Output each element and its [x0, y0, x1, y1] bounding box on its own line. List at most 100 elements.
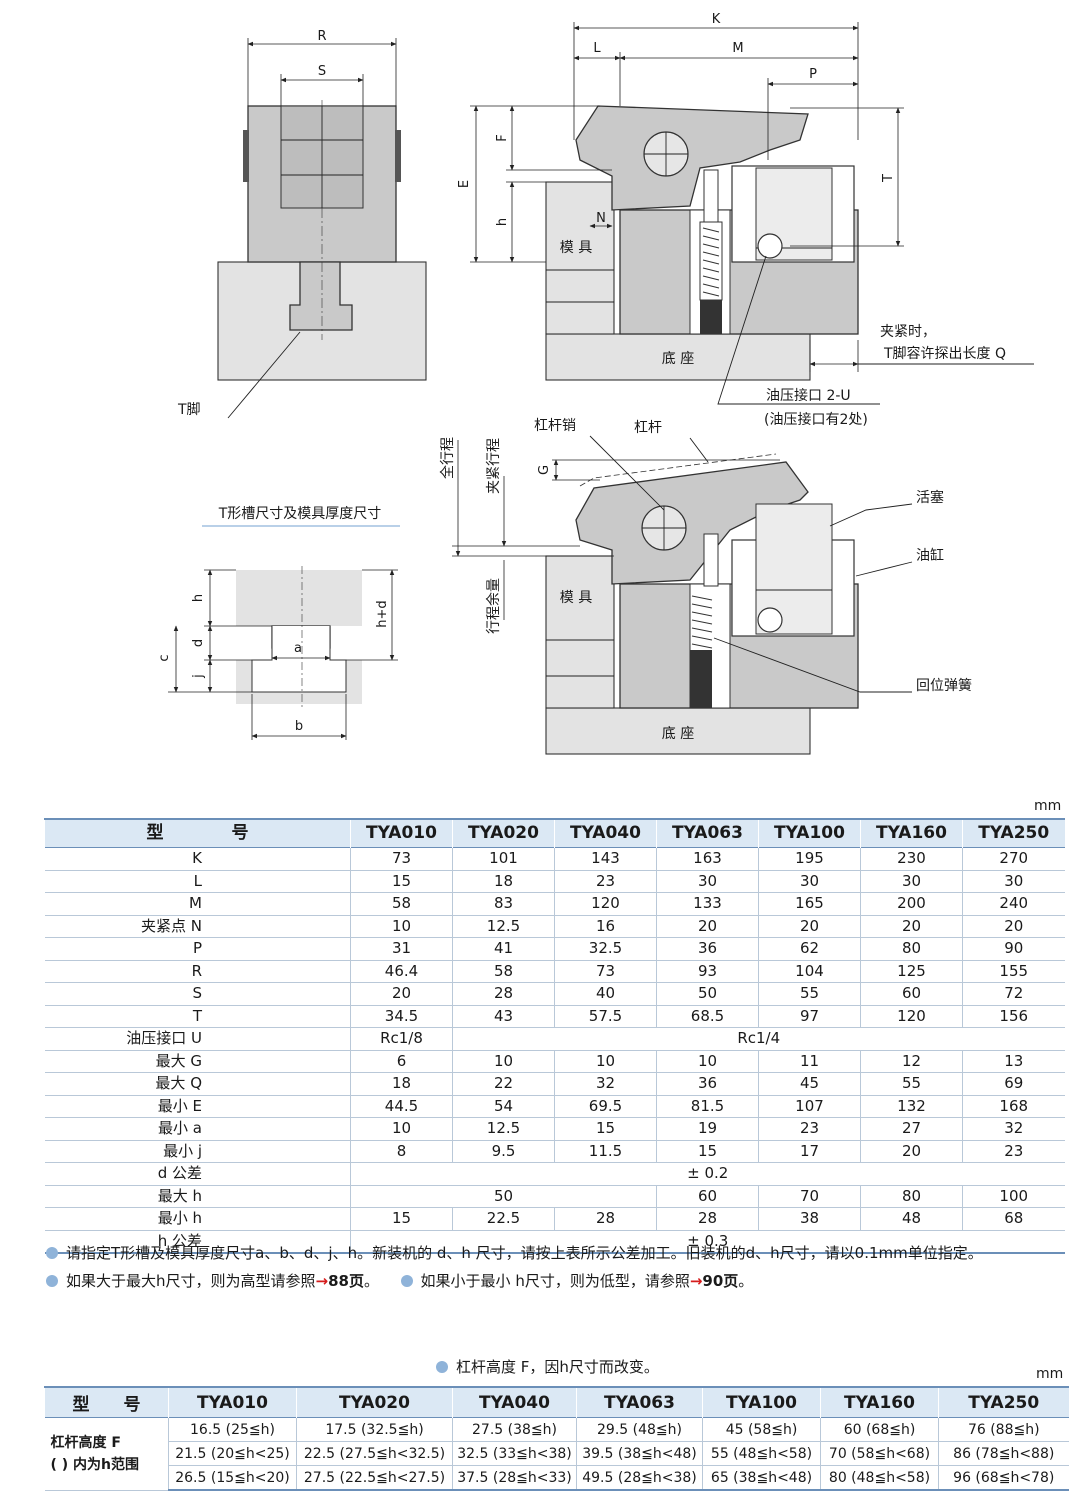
table-cell: 46.4 [350, 960, 453, 983]
table-cell: 133 [656, 892, 759, 916]
table-cell: 156 [962, 1005, 1065, 1028]
bullet-icon [46, 1247, 58, 1259]
label-clamp-1: 夹紧时， [880, 324, 936, 340]
table-cell: 9.5 [452, 1140, 555, 1163]
table-cell: 72 [962, 982, 1065, 1006]
table-cell: 32 [554, 1072, 657, 1096]
table-cell: 32.5 [554, 937, 657, 961]
dim-N: N [596, 211, 606, 226]
table-cell: 13 [962, 1050, 1065, 1073]
note-1: 请指定T形槽及模具厚度尺寸a、b、d、j、h。新装机的 d、h 尺寸，请按上表所… [46, 1242, 983, 1263]
table-cell: 30 [860, 870, 963, 893]
slot-c: c [157, 654, 172, 661]
table-cell: 165 [758, 892, 861, 916]
table-cell: 55 [860, 1072, 963, 1096]
dim-P: P [809, 67, 817, 82]
table-cell: Rc1/4 [452, 1027, 1065, 1051]
table-cell: 125 [860, 960, 963, 983]
slot-b: b [295, 719, 303, 734]
t-foot [289, 261, 353, 331]
slot-h: h [191, 594, 206, 602]
slot-hd: h+d [375, 600, 390, 627]
dim-T: T [881, 174, 896, 183]
table-cell: 97 [758, 1005, 861, 1028]
table-cell: 10 [350, 1117, 453, 1141]
table-cell: 58 [452, 960, 555, 983]
spec-header-tya040: TYA040 [554, 819, 657, 848]
table-cell: 22.5 (27.5≦h<32.5) [296, 1441, 453, 1466]
row-label: R [44, 960, 351, 983]
table-cell: 39.5 (38≦h<48) [576, 1441, 703, 1466]
table-cell: 57.5 [554, 1005, 657, 1028]
table-cell: 43 [452, 1005, 555, 1028]
row-label: 夹紧点 N [44, 915, 351, 938]
table-cell: 34.5 [350, 1005, 453, 1028]
row-label: 最大 G [44, 1050, 351, 1073]
page-ref-90[interactable]: 90页 [702, 1272, 739, 1290]
table-cell: 90 [962, 937, 1065, 961]
table-cell: 240 [962, 892, 1065, 916]
table-cell: Rc1/8 [350, 1027, 453, 1051]
label-full-stroke: 全行程 [439, 437, 456, 479]
table-cell: 100 [962, 1185, 1065, 1208]
table-cell: 18 [350, 1072, 453, 1096]
page-ref-88[interactable]: 88页 [328, 1272, 364, 1290]
table-cell: 55 [758, 982, 861, 1006]
table-cell: 29.5 (48≦h) [576, 1417, 703, 1442]
table-cell: 50 [656, 982, 759, 1006]
side-mold [545, 181, 615, 335]
table-cell: 73 [350, 847, 453, 871]
table-cell: 80 [860, 937, 963, 961]
table-cell: 11 [758, 1050, 861, 1073]
table-cell: 132 [860, 1095, 963, 1118]
label-mold-1: 模 具 [560, 240, 592, 256]
table-cell: 32 [962, 1117, 1065, 1141]
table-cell: 38 [758, 1207, 861, 1231]
table-cell: 22 [452, 1072, 555, 1096]
table-cell: 65 (38≦h<48) [702, 1465, 821, 1491]
table-cell: 45 [758, 1072, 861, 1096]
table-cell: ± 0.3 [350, 1230, 1065, 1254]
lever-row-label: 杠杆高度 F( ) 内为h范围 [44, 1417, 169, 1491]
label-margin: 行程余量 [485, 578, 502, 634]
table-cell: 195 [758, 847, 861, 871]
table-cell: ± 0.2 [350, 1162, 1065, 1186]
table-cell: 22.5 [452, 1207, 555, 1231]
section-view: 底 座 模 具 G 全行程 夹紧行程 行程余量 杠杆销 杠杆 [439, 418, 972, 755]
table-cell: 120 [860, 1005, 963, 1028]
table-cell: 32.5 (33≦h<38) [452, 1441, 577, 1466]
table-cell: 10 [350, 915, 453, 938]
row-label: 最小 h [44, 1207, 351, 1231]
table-cell: 143 [554, 847, 657, 871]
table-cell: 45 (58≦h) [702, 1417, 821, 1442]
table-cell: 12.5 [452, 915, 555, 938]
table-cell: 30 [758, 870, 861, 893]
table-cell: 28 [656, 1207, 759, 1231]
table-cell: 69.5 [554, 1095, 657, 1118]
table-cell: 168 [962, 1095, 1065, 1118]
bullet-icon [46, 1275, 58, 1287]
table-cell: 30 [962, 870, 1065, 893]
row-label: 最小 j [44, 1140, 351, 1163]
lever-header-tya063: TYA063 [576, 1387, 703, 1418]
table-cell: 15 [350, 870, 453, 893]
spec-header-tya020: TYA020 [452, 819, 555, 848]
table-cell: 101 [452, 847, 555, 871]
table-cell: 31 [350, 937, 453, 961]
lever-header-tya020: TYA020 [296, 1387, 453, 1418]
table-cell: 76 (88≦h) [938, 1417, 1069, 1442]
table-cell: 37.5 (28≦h<33) [452, 1465, 577, 1491]
table-row: 21.5 (20≦h<25)22.5 (27.5≦h<32.5)32.5 (33… [45, 1441, 1069, 1466]
slot-a: a [294, 641, 302, 656]
row-label: P [44, 937, 351, 961]
dim-K: K [712, 12, 721, 27]
lever-header-tya010: TYA010 [168, 1387, 297, 1418]
table-cell: 54 [452, 1095, 555, 1118]
label-piston: 活塞 [916, 489, 944, 506]
